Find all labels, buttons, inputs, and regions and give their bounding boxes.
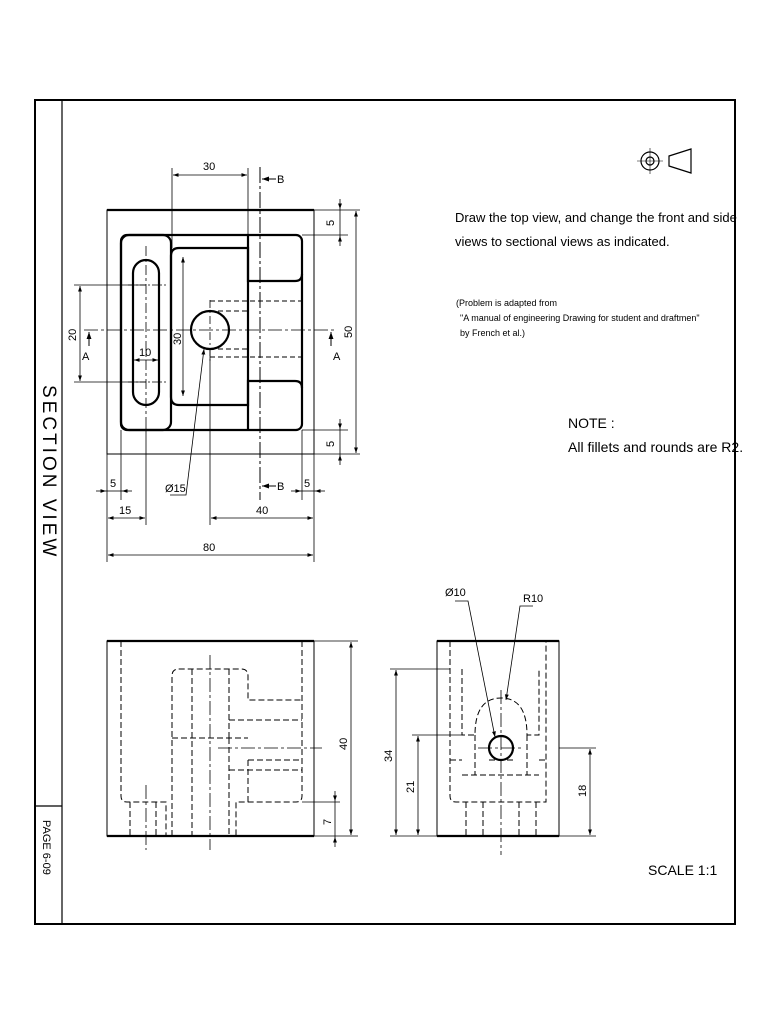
dim-15: 15 — [119, 505, 131, 517]
note-title: NOTE : — [568, 415, 615, 431]
side-dim-dia-10: Ø10 — [445, 587, 466, 599]
side-dim-18: 18 — [577, 785, 589, 797]
dim-50: 50 — [343, 326, 355, 338]
side-dim-34: 34 — [383, 750, 395, 762]
source-line-3: by French et al.) — [460, 328, 525, 338]
projection-symbol — [637, 148, 692, 174]
instruction-line-1: Draw the top view, and change the front … — [455, 210, 737, 225]
dim-5-right: 5 — [304, 478, 310, 490]
dim-dia-15: Ø15 — [165, 483, 186, 495]
dim-5-right-bottom: 5 — [325, 441, 337, 447]
sheet-border — [34, 99, 736, 925]
side-dim-r10: R10 — [523, 593, 543, 605]
cut-label-b-top: B — [277, 174, 284, 186]
scale-label: SCALE 1:1 — [648, 862, 717, 878]
dim-10: 10 — [139, 347, 151, 359]
dim-5-left: 5 — [110, 478, 116, 490]
dim-40: 40 — [256, 505, 268, 517]
side-title: SECTION VIEW — [38, 385, 59, 559]
cut-label-a-left: A — [82, 351, 90, 363]
dim-80: 80 — [203, 542, 215, 554]
instruction-line-2: views to sectional views as indicated. — [455, 234, 670, 249]
page-label: PAGE 6-09 — [40, 820, 52, 875]
dim-5-right-top: 5 — [325, 220, 337, 226]
cut-label-a-right: A — [333, 351, 341, 363]
front-view — [106, 639, 322, 850]
source-line-2: "A manual of engineering Drawing for stu… — [460, 313, 700, 323]
side-view-dimensions — [390, 600, 596, 837]
side-view — [436, 639, 560, 855]
dim-30-vertical: 30 — [172, 333, 184, 345]
front-dim-40: 40 — [338, 738, 350, 750]
note-body: All fillets and rounds are R2. — [568, 439, 743, 455]
top-view-dimensions — [74, 168, 360, 562]
side-dim-21: 21 — [405, 781, 417, 793]
front-view-dimensions — [302, 640, 358, 847]
dim-30-top: 30 — [203, 161, 215, 173]
cut-label-b-bottom: B — [277, 481, 284, 493]
front-dim-7: 7 — [322, 819, 334, 825]
source-line-1: (Problem is adapted from — [456, 298, 557, 308]
dim-20: 20 — [67, 329, 79, 341]
